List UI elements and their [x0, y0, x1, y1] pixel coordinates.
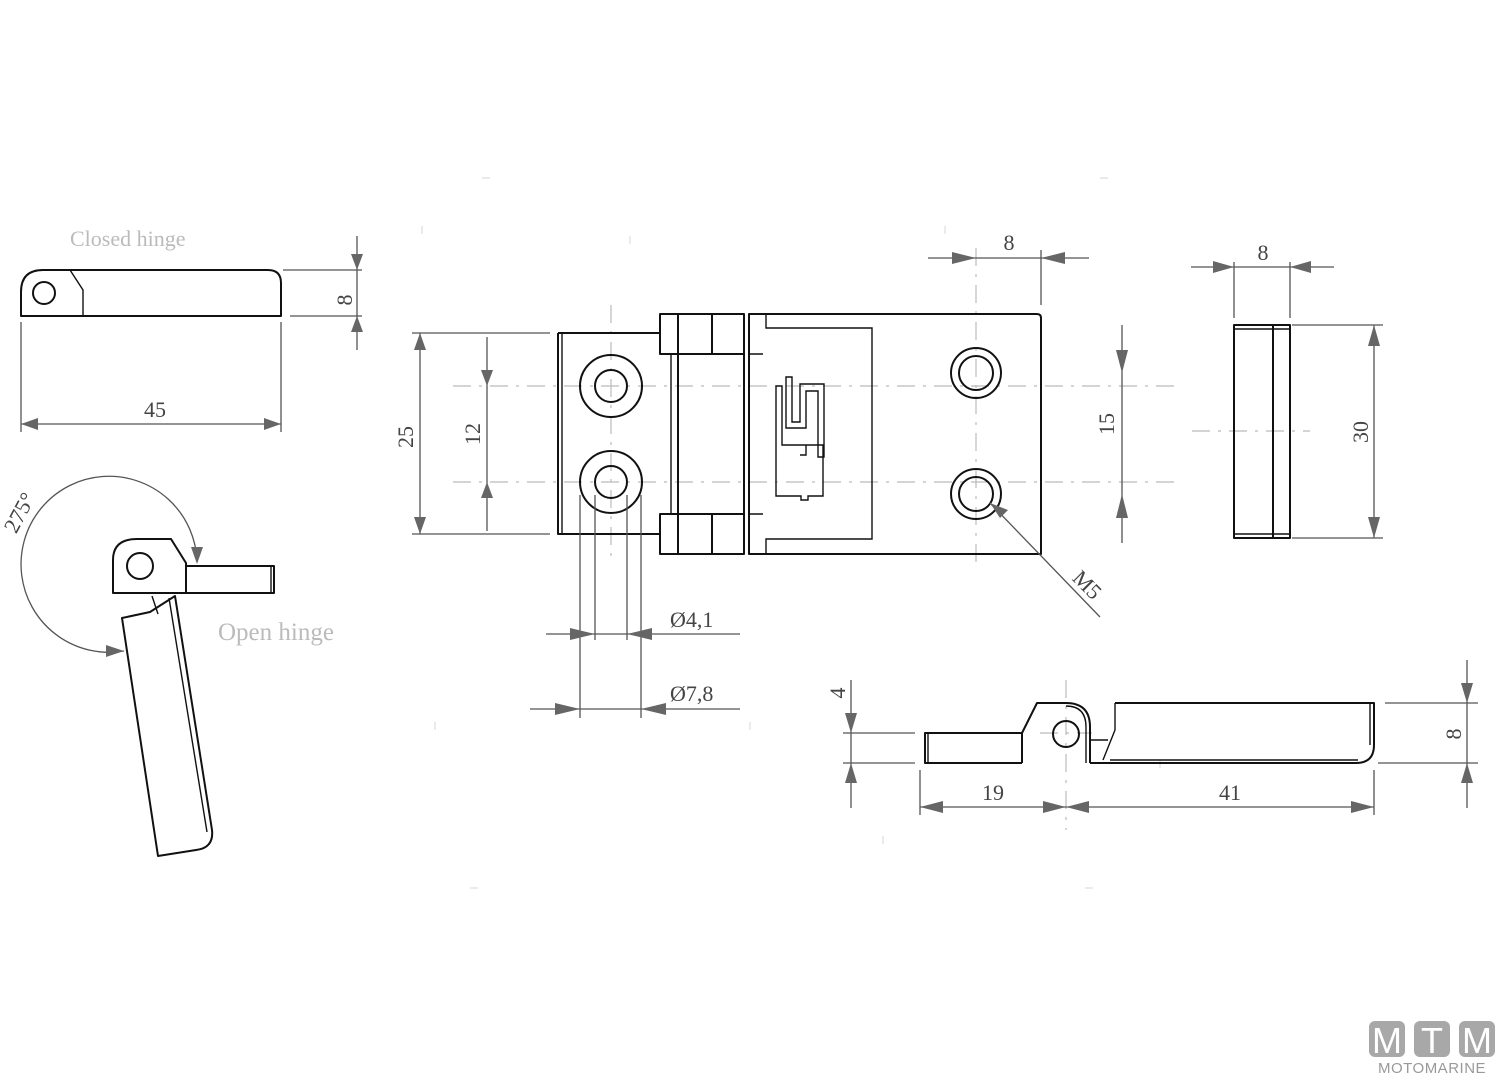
logo-letter-t: T — [1421, 1020, 1443, 1061]
logo-letter-m2: M — [1462, 1020, 1492, 1061]
open-angle-dim: 275° — [0, 488, 40, 537]
closed-hinge-label: Closed hinge — [70, 226, 186, 251]
right-hole-offset-dim: 8 — [1004, 230, 1015, 255]
leaf-thickness-dim: 4 — [825, 688, 850, 699]
open-hinge-label: Open hinge — [218, 619, 334, 646]
right-hole-spacing-dim: 15 — [1094, 413, 1119, 435]
countersunk-hole — [950, 347, 1002, 399]
closed-hinge-view: Closed hinge 8 45 — [20, 226, 363, 432]
side-view: 4 8 19 41 — [825, 660, 1478, 830]
closed-length-dim: 45 — [144, 397, 166, 422]
open-hinge-view: 275° Open hinge — [0, 475, 334, 857]
counterbore-hole — [579, 354, 643, 418]
long-length-dim: 41 — [1219, 780, 1241, 805]
plan-height-dim: 25 — [393, 426, 418, 448]
pin-hole-icon — [32, 281, 56, 305]
thread-callout: M5 — [1068, 565, 1107, 604]
counterbore-diameter-dim: Ø7,8 — [670, 681, 713, 706]
end-width-dim: 30 — [1348, 421, 1373, 443]
end-view: 8 30 — [1191, 240, 1383, 539]
logo-wordmark: MOTOMARINE — [1378, 1060, 1486, 1077]
pin-hole-icon — [1052, 720, 1080, 748]
construction-ticks — [421, 177, 1161, 889]
short-length-dim: 19 — [982, 780, 1004, 805]
total-thickness-dim: 8 — [1441, 729, 1466, 740]
mtm-logo: M T M MOTOMARINE — [1369, 1020, 1495, 1077]
end-thickness-dim: 8 — [1258, 240, 1269, 265]
left-hole-spacing-dim: 12 — [460, 423, 485, 445]
logo-letter-m1: M — [1372, 1020, 1402, 1061]
closed-thickness-dim: 8 — [332, 295, 357, 306]
hole-diameter-dim: Ø4,1 — [670, 607, 713, 632]
plan-view: 25 12 8 15 M5 Ø4,1 Ø7,8 — [393, 230, 1180, 718]
countersunk-hole — [950, 468, 1002, 520]
counterbore-hole — [579, 450, 643, 514]
pin-hole-icon — [126, 552, 154, 580]
embossed-logo-icon — [775, 376, 825, 501]
